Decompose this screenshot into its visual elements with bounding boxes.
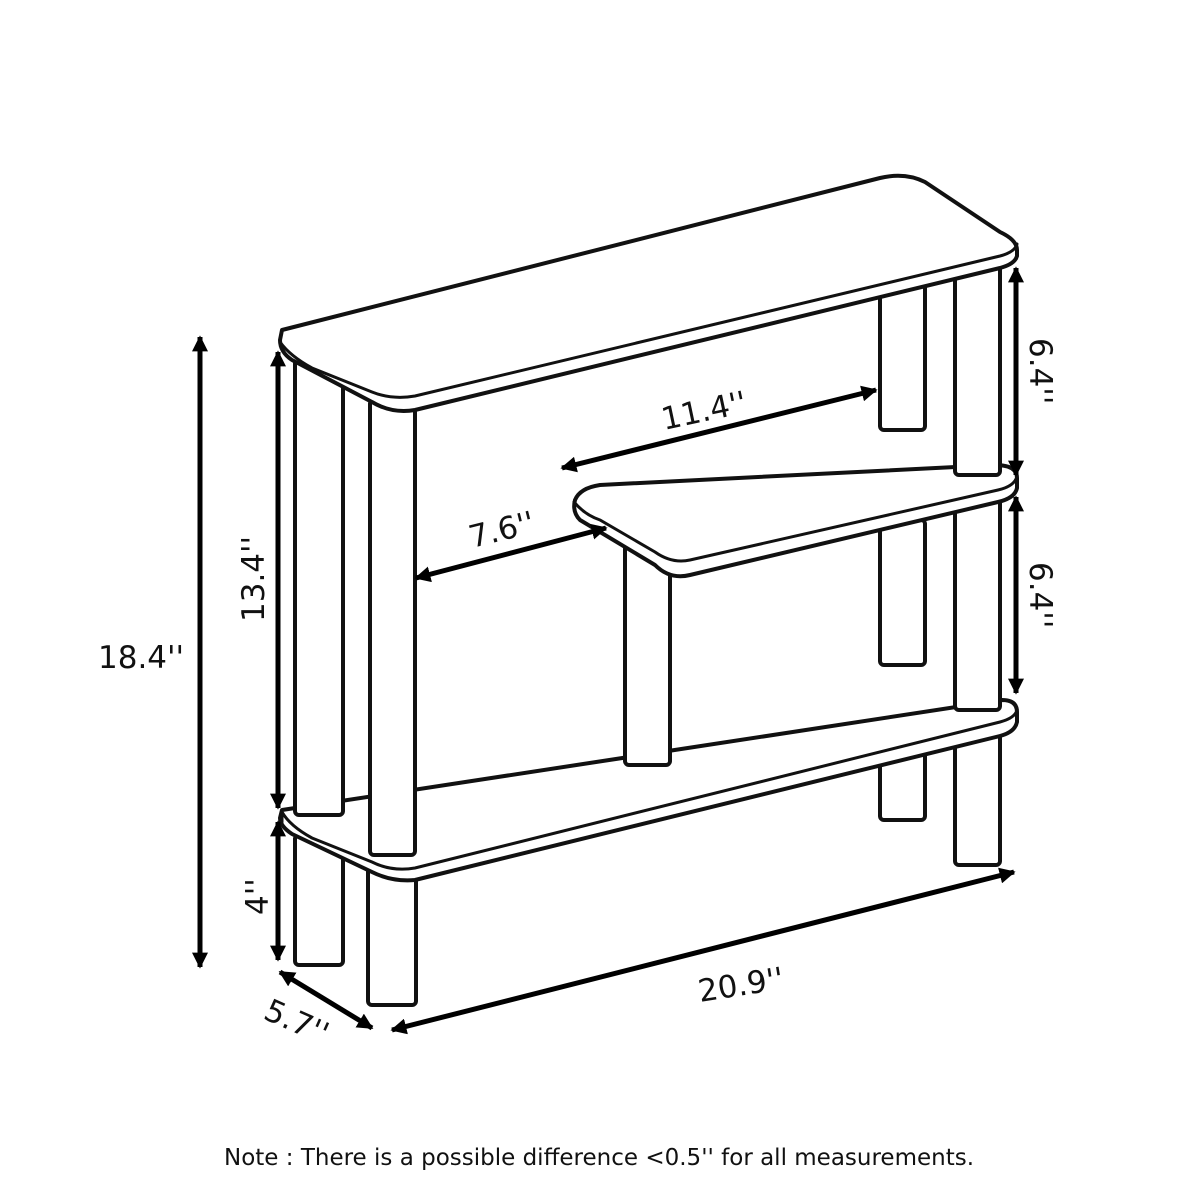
leg-height-label: 4'' bbox=[240, 878, 276, 915]
depth-arrow bbox=[278, 969, 374, 1031]
width-label: 20.9'' bbox=[696, 961, 787, 1010]
inner-width-arrow bbox=[560, 385, 878, 473]
top-section-back-legs bbox=[878, 253, 1002, 477]
top-gap-label: 6.4'' bbox=[1022, 338, 1058, 404]
inner-depth-arrow bbox=[414, 523, 608, 583]
total-height-label: 18.4'' bbox=[98, 640, 184, 676]
measurement-note: Note : There is a possible difference <0… bbox=[224, 1145, 974, 1171]
top-shelf bbox=[278, 173, 1019, 413]
inner-width-label: 11.4'' bbox=[658, 385, 750, 438]
width-arrow bbox=[390, 867, 1016, 1035]
middle-gap-label: 6.4'' bbox=[1022, 562, 1058, 628]
front-legs-upper bbox=[293, 358, 417, 857]
dimension-labels: 18.4'' 13.4'' 4'' 5.7'' 20.9'' 6.4'' 6.4… bbox=[98, 338, 1058, 1052]
depth-label: 5.7'' bbox=[259, 992, 334, 1052]
dimension-arrows bbox=[191, 266, 1025, 1035]
shelf-unit-drawing bbox=[278, 173, 1019, 1007]
frame-height-label: 13.4'' bbox=[236, 536, 272, 622]
